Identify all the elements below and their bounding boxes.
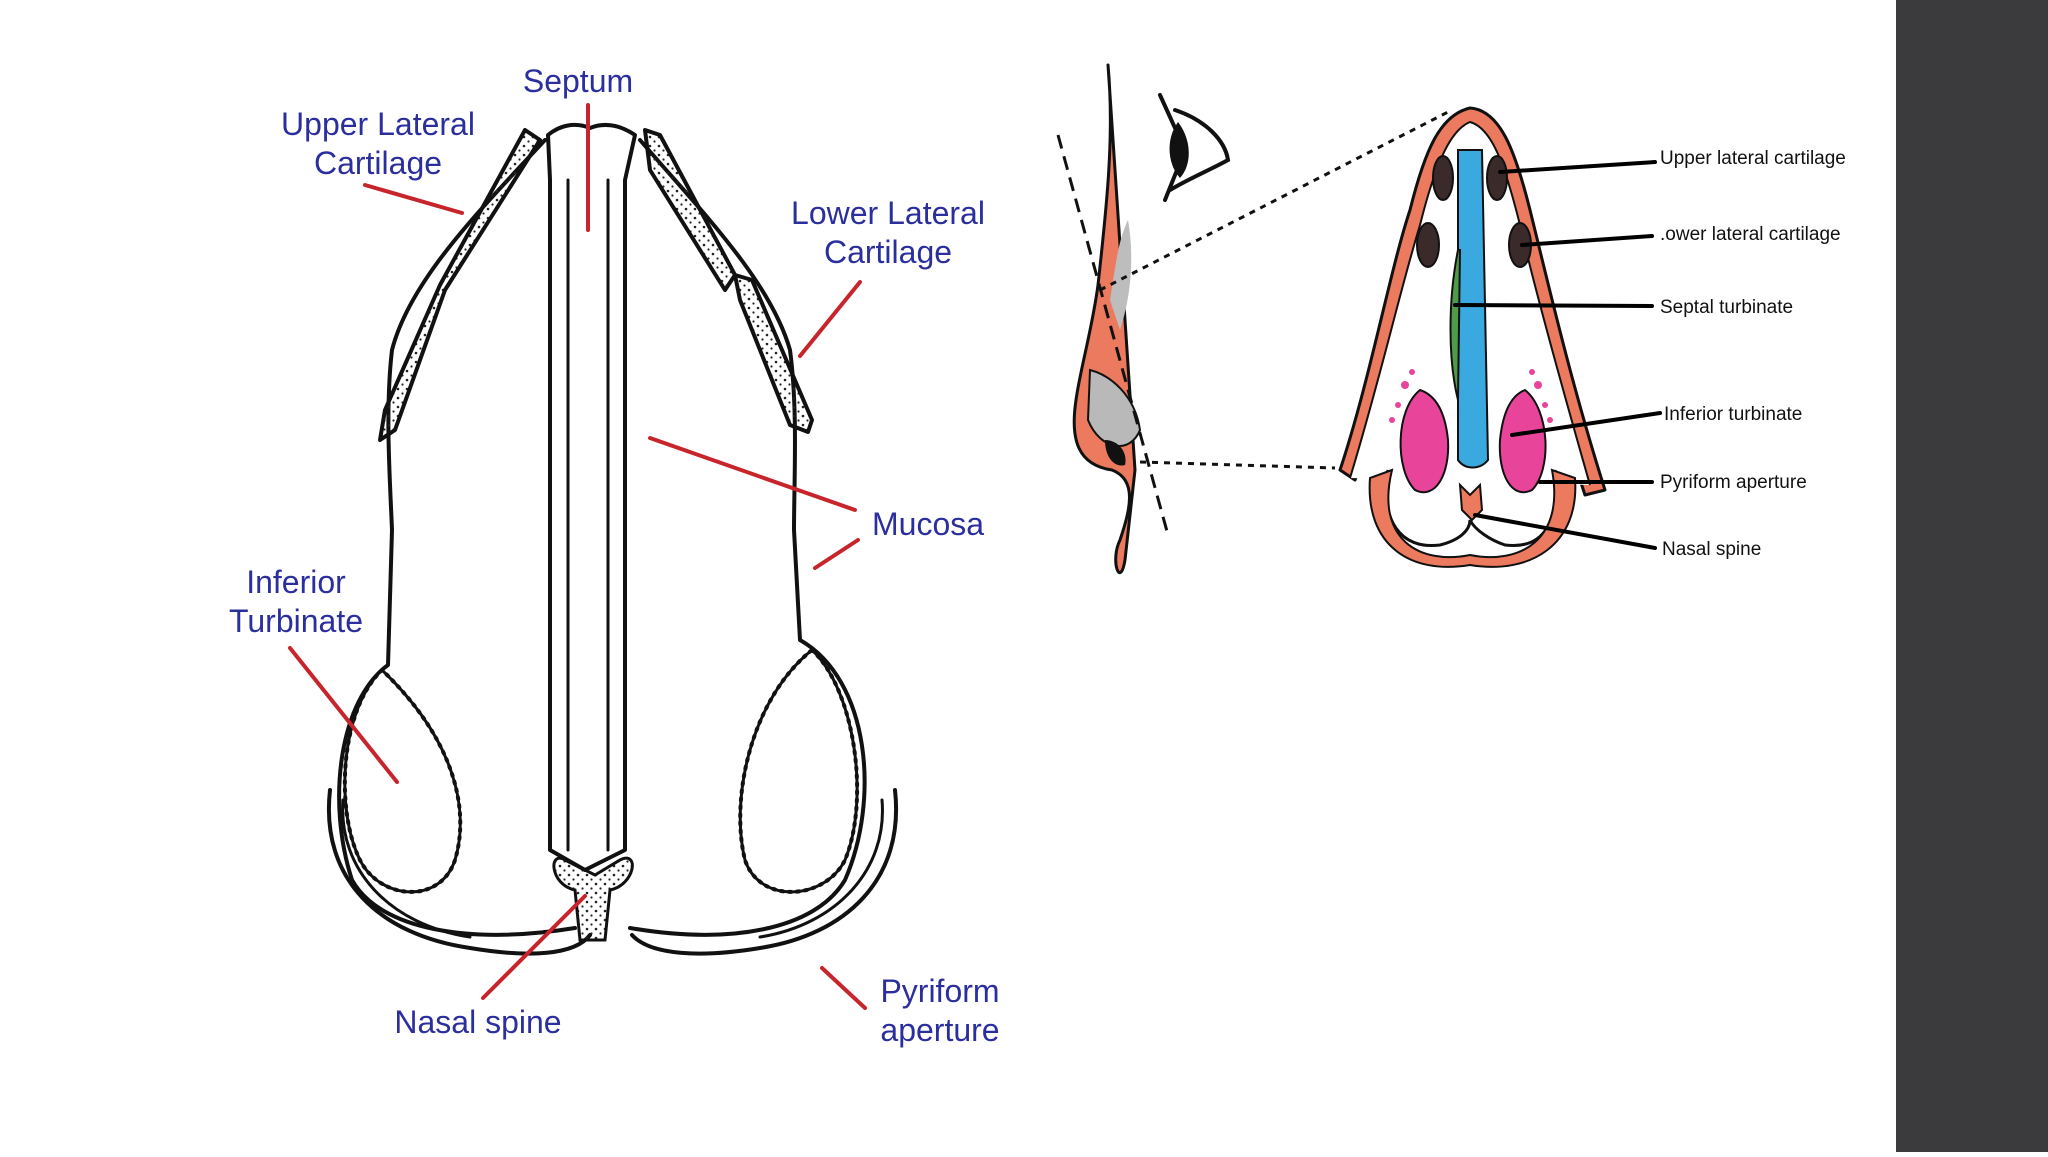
inferior-turbinate-shape-left [1399,388,1450,493]
upper-lateral-cartilage-left [378,128,542,442]
label-inferior-2: Turbinate [229,603,363,639]
leader-mucosa-1 [648,436,857,512]
leader-upper-lateral [363,183,464,215]
side-bar [1896,0,2048,1152]
pyriform-aperture-curve [326,788,899,956]
upper-lateral-cartilage-right [643,128,737,292]
label-inferior-1: Inferior [246,564,346,600]
inferior-turbinate-right [738,647,860,894]
leader-septal-turbinate [1453,303,1654,308]
leader-inferior-turbinate [1510,411,1662,437]
leader-mucosa-2 [813,538,860,570]
left-nasal-diagram: Septum Upper Lateral Cartilage Lower Lat… [229,63,1000,1048]
leader-lower-lateral [798,280,862,358]
leader-upper-lateral-cartilage [1498,160,1657,174]
septal-turbinate-shape [1457,149,1490,469]
label-inferior-turbinate: Inferior turbinate [1664,404,1802,425]
lower-lateral-cartilage-shape [1416,222,1440,268]
leader-nasal-spine [1473,513,1657,550]
label-pyriform-2: aperture [880,1012,999,1048]
nose-profile-icon [1056,63,1170,575]
label-mucosa: Mucosa [872,506,984,542]
label-lower-lateral-2: Cartilage [824,234,952,270]
label-lower-lateral-1: Lower Lateral [791,195,985,231]
lower-lateral-cartilage [733,273,814,434]
leader-inferior-turbinate [288,646,399,784]
right-nasal-diagram: Upper lateral cartilage .ower lateral ca… [1056,63,1846,575]
septum-shape [546,122,637,872]
label-pyriform-aperture: Pyriform aperture [1660,472,1807,493]
label-lower-lateral-cartilage: .ower lateral cartilage [1660,224,1841,245]
label-septal-turbinate: Septal turbinate [1660,297,1793,318]
label-upper-lateral-2: Cartilage [314,145,442,181]
slide-canvas: Septum Upper Lateral Cartilage Lower Lat… [229,63,1846,1048]
leader-pyriform [820,966,867,1010]
inferior-turbinate-shape-right [1498,388,1547,493]
label-septum: Septum [523,63,633,99]
label-upper-lateral-cartilage: Upper lateral cartilage [1660,148,1846,169]
nasal-cavity-outline [337,138,867,937]
label-pyriform-1: Pyriform [880,973,999,1009]
leader-lower-lateral-cartilage [1520,234,1654,247]
leader-nasal-spine [481,894,587,1000]
label-upper-lateral-1: Upper Lateral [281,106,475,142]
inferior-turbinate-left [342,667,463,894]
nasal-spine-shape-right [1458,482,1484,522]
label-nasal-spine: Nasal spine [394,1004,561,1040]
label-nasal-spine-right: Nasal spine [1662,539,1761,560]
anatomy-figure: Septum Upper Lateral Cartilage Lower Lat… [229,63,1846,1048]
eye-icon [1158,93,1231,202]
upper-lateral-cartilage-shape [1432,155,1454,201]
nasal-spine-shape [552,856,634,942]
